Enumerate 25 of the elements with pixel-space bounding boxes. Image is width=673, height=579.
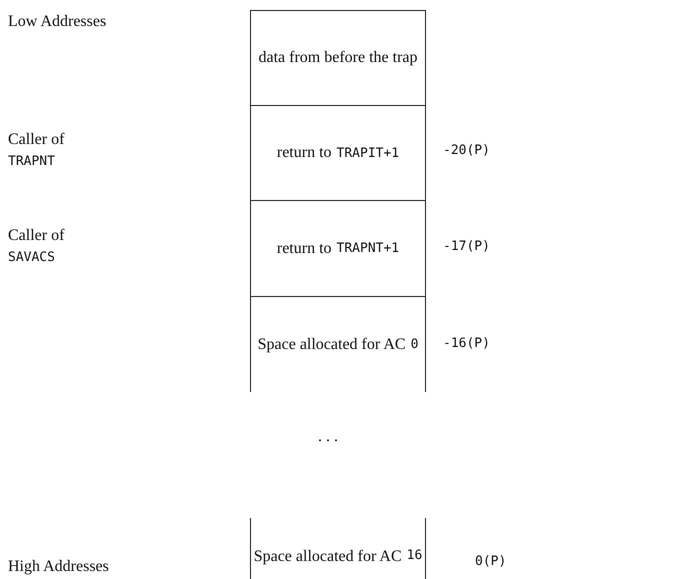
caller-label: Caller of: [8, 227, 64, 245]
address-label: Low Addresses: [8, 13, 106, 31]
cell-text: return to: [276, 144, 332, 162]
routine-name: TRAPNT: [8, 154, 55, 169]
cell-text: Space allocated for AC: [258, 336, 406, 354]
offset-label: -17(P): [443, 239, 490, 254]
memory-cell: [250, 518, 426, 579]
memory-cell: [250, 200, 426, 297]
cell-text: data from before the trap: [258, 49, 418, 67]
memory-cell: [250, 105, 426, 201]
code-text: TRAPIT+1: [336, 146, 400, 160]
offset-label: -20(P): [443, 143, 490, 158]
cell-text: Space allocated for AC: [254, 548, 402, 566]
memory-cell: [250, 10, 426, 106]
memory-cell: [250, 296, 426, 392]
address-label: High Addresses: [8, 558, 109, 576]
caller-label: Caller of: [8, 131, 64, 149]
code-text: TRAPNT+1: [336, 241, 400, 256]
code-text: 16: [406, 548, 422, 563]
ellipsis: . . .: [318, 428, 338, 446]
code-text: 0: [410, 337, 418, 352]
routine-name: SAVACS: [8, 250, 55, 265]
offset-label: 0(P): [475, 554, 506, 569]
cell-text: return to: [276, 240, 332, 258]
offset-label: -16(P): [443, 336, 490, 351]
